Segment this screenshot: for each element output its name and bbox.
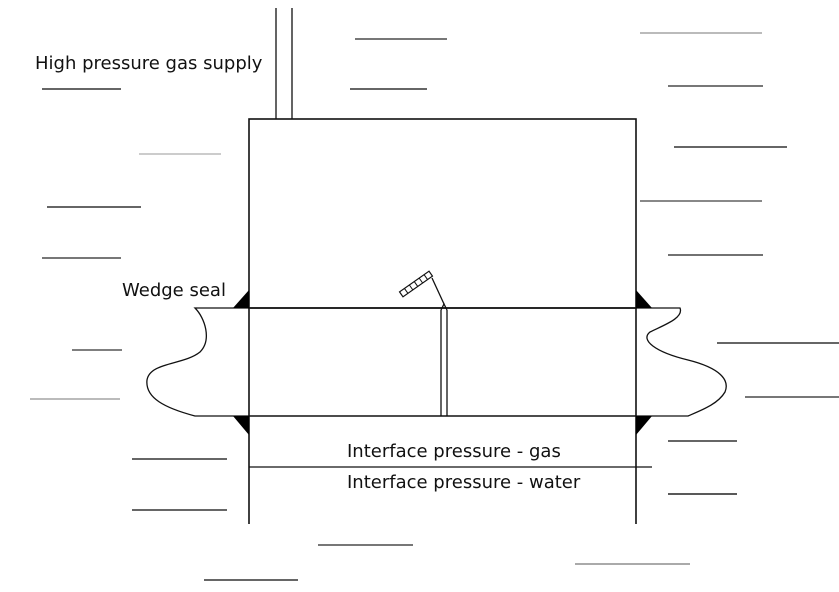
wedge-seals bbox=[233, 290, 652, 435]
water-lines bbox=[30, 32, 839, 581]
pressure-gauge-icon bbox=[398, 270, 434, 298]
wedge-seal-top-right bbox=[636, 290, 652, 308]
wedge-seal-label: Wedge seal bbox=[122, 280, 226, 301]
gas-chamber bbox=[248, 118, 637, 309]
wedge-seal-bottom-left bbox=[233, 416, 249, 435]
seal-outline-left bbox=[146, 307, 249, 417]
wedge-seal-top-left bbox=[233, 290, 249, 308]
interface-water-label: Interface pressure - water bbox=[347, 472, 581, 493]
crack bbox=[431, 277, 448, 416]
wedge-seal-bottom-right bbox=[636, 416, 652, 435]
gas-supply-pipe bbox=[275, 8, 293, 119]
interface-gas-label: Interface pressure - gas bbox=[347, 441, 561, 462]
seal-outline-right bbox=[636, 307, 727, 417]
gas-supply-label: High pressure gas supply bbox=[35, 53, 263, 74]
